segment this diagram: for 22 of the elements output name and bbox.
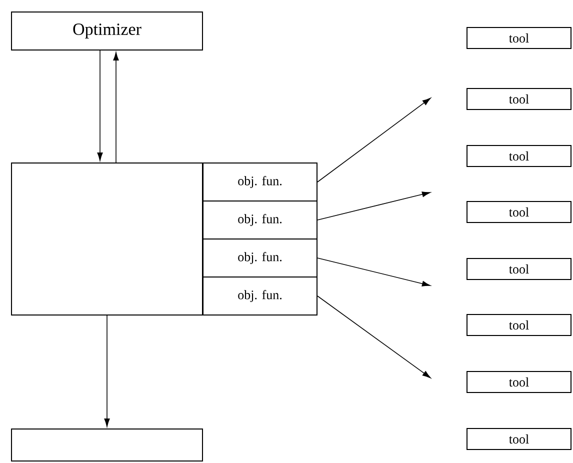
tool-box: tool bbox=[466, 258, 572, 280]
component-box: Optimizer bbox=[11, 12, 203, 50]
function-box: obj. fun. bbox=[202, 162, 318, 202]
arrow bbox=[317, 296, 431, 378]
tool-box: tool bbox=[466, 428, 572, 450]
tool-box: tool bbox=[466, 88, 572, 110]
arrow bbox=[97, 50, 103, 161]
tool-box: tool bbox=[466, 371, 572, 393]
arrow bbox=[317, 258, 430, 286]
component-box bbox=[11, 162, 203, 316]
tool-box: tool bbox=[466, 201, 572, 223]
tool-box: tool bbox=[466, 314, 572, 336]
arrow bbox=[113, 52, 119, 163]
tool-box: tool bbox=[466, 27, 572, 49]
component-box bbox=[11, 428, 203, 462]
arrow bbox=[104, 315, 110, 427]
function-box: obj. fun. bbox=[202, 200, 318, 240]
arrow bbox=[317, 98, 431, 182]
tool-box: tool bbox=[466, 145, 572, 167]
function-box: obj. fun. bbox=[202, 238, 318, 278]
arrow bbox=[317, 192, 430, 220]
function-box: obj. fun. bbox=[202, 276, 318, 316]
